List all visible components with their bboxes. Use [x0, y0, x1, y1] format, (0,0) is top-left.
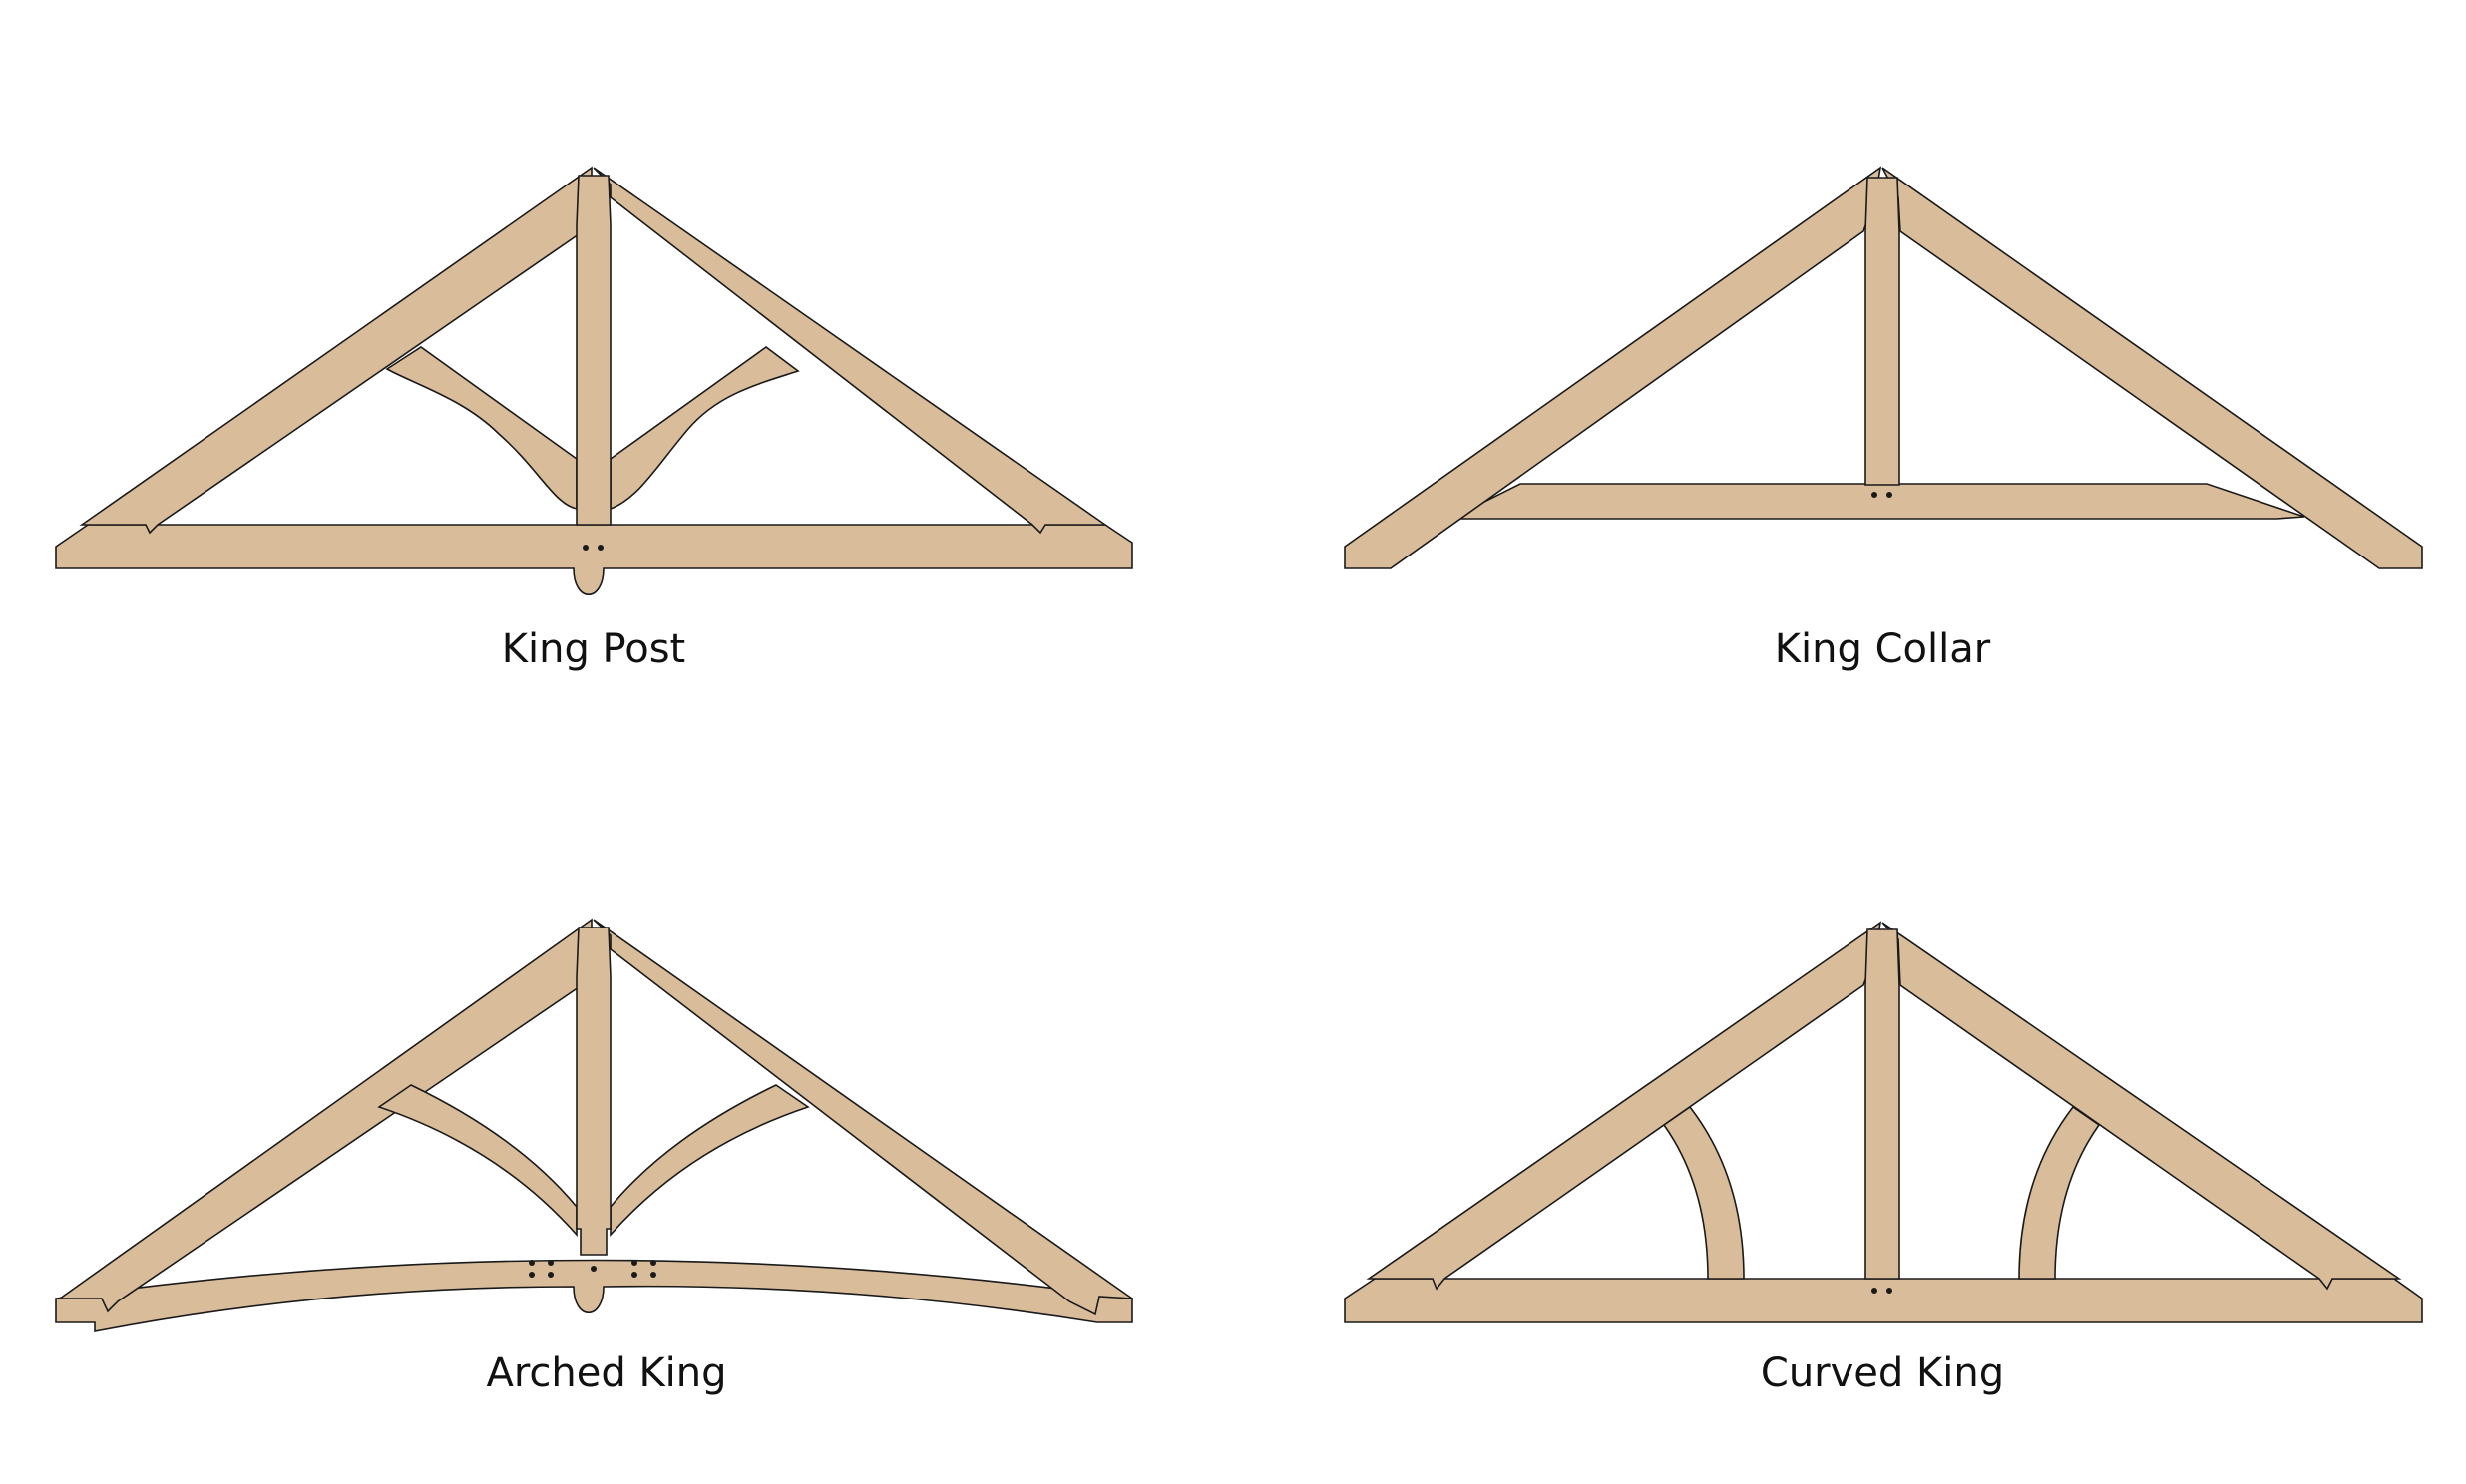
- caption-king-collar: King Collar: [1775, 626, 1991, 672]
- left-rafter: [79, 166, 593, 535]
- king-post-member: [576, 175, 612, 526]
- left-rafter: [57, 918, 593, 1313]
- king-post-member: [1864, 177, 1900, 486]
- caption-king-post: King Post: [502, 626, 686, 672]
- peg: [631, 1272, 637, 1278]
- left-brace: [1662, 1105, 1745, 1280]
- right-brace: [2018, 1105, 2101, 1280]
- tie-beam: [55, 524, 1133, 596]
- caption-arched-king: Arched King: [486, 1350, 726, 1396]
- caption-curved-king: Curved King: [1761, 1350, 2004, 1396]
- right-brace: [610, 346, 800, 511]
- peg: [529, 1272, 535, 1278]
- arched-tie-beam: [55, 1259, 1133, 1332]
- peg: [583, 545, 589, 551]
- left-rafter: [1366, 921, 1882, 1291]
- left-rafter: [1344, 166, 1882, 569]
- collar-tie: [1449, 483, 2305, 520]
- king-post-member: [576, 927, 612, 1256]
- left-brace: [385, 346, 578, 510]
- right-rafter: [1881, 922, 2402, 1291]
- peg: [548, 1260, 554, 1266]
- peg: [1871, 1288, 1877, 1294]
- truss-king-post: [55, 166, 1133, 596]
- peg: [548, 1272, 554, 1278]
- truss-arched-king: [55, 918, 1135, 1332]
- king-post-member: [1864, 928, 1900, 1280]
- right-rafter: [593, 167, 1108, 535]
- truss-curved-king: [1344, 921, 2423, 1323]
- tie-beam: [1344, 1278, 2423, 1323]
- peg: [631, 1260, 637, 1266]
- truss-king-collar: [1344, 166, 2423, 569]
- peg: [650, 1260, 656, 1266]
- right-rafter: [593, 919, 1135, 1316]
- peg: [1886, 492, 1892, 498]
- peg: [591, 1266, 597, 1272]
- right-brace: [610, 1084, 810, 1238]
- peg: [1871, 492, 1877, 498]
- peg: [1886, 1288, 1892, 1294]
- peg: [650, 1272, 656, 1278]
- peg: [598, 545, 604, 551]
- left-brace: [377, 1084, 578, 1238]
- peg: [529, 1260, 535, 1266]
